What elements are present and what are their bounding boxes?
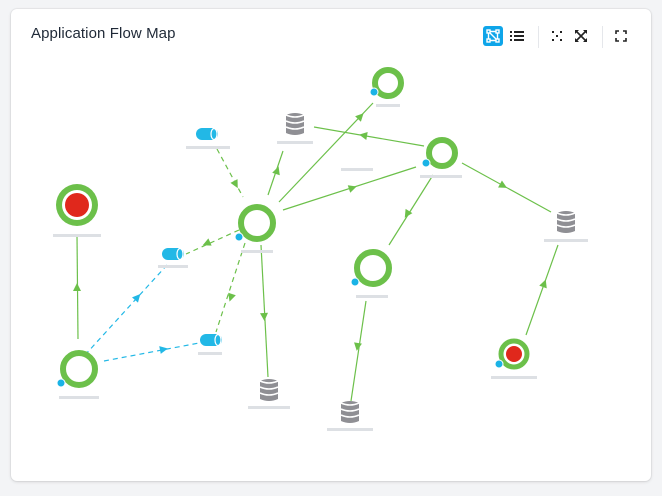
- edge: [215, 242, 246, 333]
- edge: [260, 244, 269, 378]
- arrowhead: [202, 238, 212, 246]
- arrowhead: [159, 346, 168, 354]
- node-label-placeholder: [277, 141, 313, 144]
- arrowhead: [359, 132, 368, 140]
- node-label-placeholder: [248, 406, 290, 409]
- node-label-placeholder: [420, 175, 462, 178]
- arrowhead: [539, 279, 547, 289]
- topology-icon: [486, 29, 500, 43]
- arrowhead: [132, 294, 141, 303]
- node-label-placeholder: [376, 104, 400, 107]
- collapse-arrows-icon: [552, 31, 562, 41]
- arrowhead: [73, 283, 81, 291]
- edges-layer: [76, 102, 559, 402]
- arrowhead: [230, 179, 238, 189]
- topology-view-button[interactable]: [483, 26, 503, 46]
- agent-indicator: [369, 87, 379, 97]
- agent-indicator: [350, 277, 360, 287]
- service-node-critical[interactable]: [53, 184, 101, 237]
- agent-indicator: [56, 378, 66, 388]
- grid-view-button[interactable]: [507, 26, 527, 46]
- node-label-placeholder: [544, 239, 588, 242]
- edge: [388, 174, 434, 246]
- edge: [185, 229, 240, 255]
- node-label-placeholder: [491, 376, 537, 379]
- arrowhead: [272, 166, 280, 176]
- edge: [103, 342, 200, 362]
- database-node[interactable]: [248, 378, 290, 409]
- edge: [350, 300, 367, 402]
- queue-node[interactable]: [158, 247, 188, 268]
- service-node[interactable]: [234, 204, 276, 253]
- expand-arrows-icon: [575, 30, 587, 42]
- node-label-placeholder: [356, 295, 388, 298]
- edge: [525, 244, 559, 336]
- edge: [313, 126, 425, 147]
- flow-map-canvas: [53, 67, 588, 431]
- service-node[interactable]: [350, 249, 392, 298]
- queue-node[interactable]: [186, 127, 230, 149]
- node-label-placeholder: [198, 352, 222, 355]
- grid-dots-icon: [510, 31, 524, 41]
- edge: [278, 102, 374, 203]
- node-label-placeholder: [186, 146, 230, 149]
- service-node[interactable]: [369, 67, 404, 107]
- agent-indicator: [421, 158, 431, 168]
- panel-title: Application Flow Map: [31, 25, 176, 42]
- service-node[interactable]: [56, 350, 99, 399]
- collapse-button[interactable]: [547, 26, 567, 46]
- arrowhead: [347, 185, 357, 193]
- database-node[interactable]: [544, 210, 588, 242]
- arrowhead: [355, 113, 364, 122]
- queue-node[interactable]: [198, 333, 223, 355]
- service-node-critical[interactable]: [491, 338, 537, 379]
- toolbar-divider: [602, 26, 603, 48]
- node-label-placeholder: [53, 234, 101, 237]
- expand-button[interactable]: [571, 26, 591, 46]
- arrowhead: [404, 208, 413, 218]
- agent-indicator: [234, 232, 244, 242]
- agent-indicator: [494, 359, 504, 369]
- arrowhead: [228, 292, 236, 302]
- node-label-placeholder: [158, 265, 188, 268]
- toolbar-divider: [538, 26, 539, 48]
- node-label-placeholder: [59, 396, 99, 399]
- arrowhead: [260, 312, 268, 321]
- node-label-placeholder: [241, 250, 273, 253]
- fullscreen-button[interactable]: [611, 26, 631, 46]
- database-node[interactable]: [327, 400, 373, 431]
- edge: [84, 264, 168, 356]
- flow-map-panel: Application Flow Map: [11, 9, 651, 481]
- edge: [216, 148, 244, 198]
- arrowhead: [498, 180, 507, 188]
- node-label-placeholder: [327, 428, 373, 431]
- fullscreen-icon: [615, 30, 627, 42]
- edge-label-placeholder: [341, 168, 373, 171]
- edge-arrowheads: [73, 113, 547, 354]
- database-node[interactable]: [277, 112, 313, 144]
- service-node[interactable]: [420, 137, 462, 178]
- arrowhead: [354, 342, 362, 351]
